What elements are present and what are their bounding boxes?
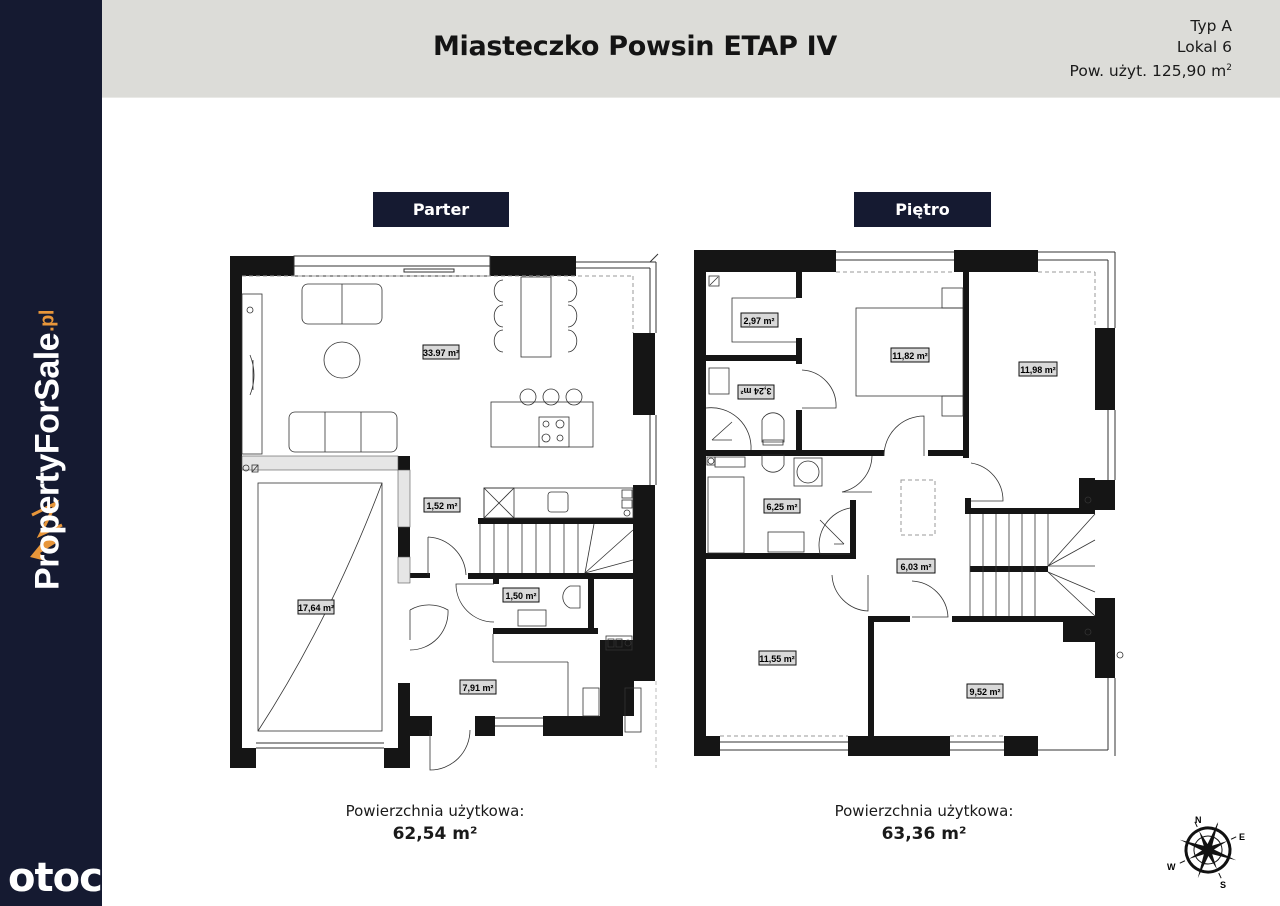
room-area-label: 33.97 m²	[423, 348, 459, 358]
room-area-label: 7,91 m²	[462, 683, 493, 693]
floor-label-parter: Parter	[373, 192, 509, 227]
area-summary-value: 63,36 m²	[881, 824, 967, 844]
unit-number: Lokal 6	[1176, 38, 1232, 56]
room-area-label: 11,55 m²	[759, 654, 795, 664]
unit-usable-area-text: Pow. użyt. 125,90 m	[1069, 62, 1227, 80]
floor-label-pietro: Piętro	[854, 192, 991, 227]
area-summary-pietro: Powierzchnia użytkowa: 63,36 m²	[774, 801, 1074, 846]
unit-type: Typ A	[1190, 17, 1232, 35]
room-area-label: 11,82 m²	[892, 351, 928, 361]
room-area-label: 17,64 m²	[298, 603, 334, 613]
room-area-label: 1,50 m²	[505, 591, 536, 601]
room-area-label: 9,52 m²	[969, 687, 1000, 697]
room-area-label: 2,97 m²	[743, 316, 774, 326]
brand-logo-icon	[30, 499, 63, 561]
unit-info: Typ A Lokal 6 Pow. użyt. 125,90 m2	[1070, 16, 1232, 82]
header-bar: Miasteczko Powsin ETAP IV Typ A Lokal 6 …	[102, 0, 1280, 98]
compass-e: E	[1239, 832, 1245, 842]
floor-label-text: Parter	[412, 200, 470, 219]
area-summary-label: Powierzchnia użytkowa:	[345, 802, 525, 820]
brand-wordmark: PropertyForSale.pl	[29, 310, 68, 590]
compass-w: W	[1167, 862, 1176, 872]
watermark-text: otoc	[8, 855, 102, 901]
area-summary-label: Powierzchnia użytkowa:	[834, 802, 1014, 820]
compass-s: S	[1220, 880, 1226, 890]
brand-sidebar: PropertyForSale.pl otoc	[0, 0, 102, 906]
unit-usable-area-sup: 2	[1226, 63, 1232, 73]
brand-tld: .pl	[36, 310, 59, 332]
brand-name: PropertyForSale	[28, 332, 67, 590]
floor-label-text: Piętro	[895, 200, 950, 219]
upper-floor-plan: 2,97 m² 3,24 m² 11,82 m² 11,98 m² 6,25 m…	[694, 250, 1124, 756]
unit-usable-area: Pow. użyt. 125,90 m2	[1070, 58, 1232, 82]
page-title: Miasteczko Powsin ETAP IV	[432, 31, 838, 62]
room-area-label: 6,25 m²	[766, 502, 797, 512]
compass-rose-icon: N E S W	[1167, 815, 1245, 890]
compass-n: N	[1195, 815, 1202, 825]
room-area-label: 3,24 m²	[740, 386, 771, 396]
room-labels-parter: 33.97 m² 17,64 m² 1,52 m² 1,50 m² 7,91 m…	[297, 344, 540, 695]
room-area-label: 11,98 m²	[1020, 365, 1056, 375]
room-area-label: 6,03 m²	[900, 562, 931, 572]
area-summary-parter: Powierzchnia użytkowa: 62,54 m²	[285, 801, 585, 846]
ground-floor-plan: 33.97 m² 17,64 m² 1,52 m² 1,50 m² 7,91 m…	[230, 253, 659, 771]
room-labels-pietro: 2,97 m² 3,24 m² 11,82 m² 11,98 m² 6,25 m…	[737, 312, 1058, 699]
room-area-label: 1,52 m²	[426, 501, 457, 511]
area-summary-value: 62,54 m²	[392, 824, 478, 844]
